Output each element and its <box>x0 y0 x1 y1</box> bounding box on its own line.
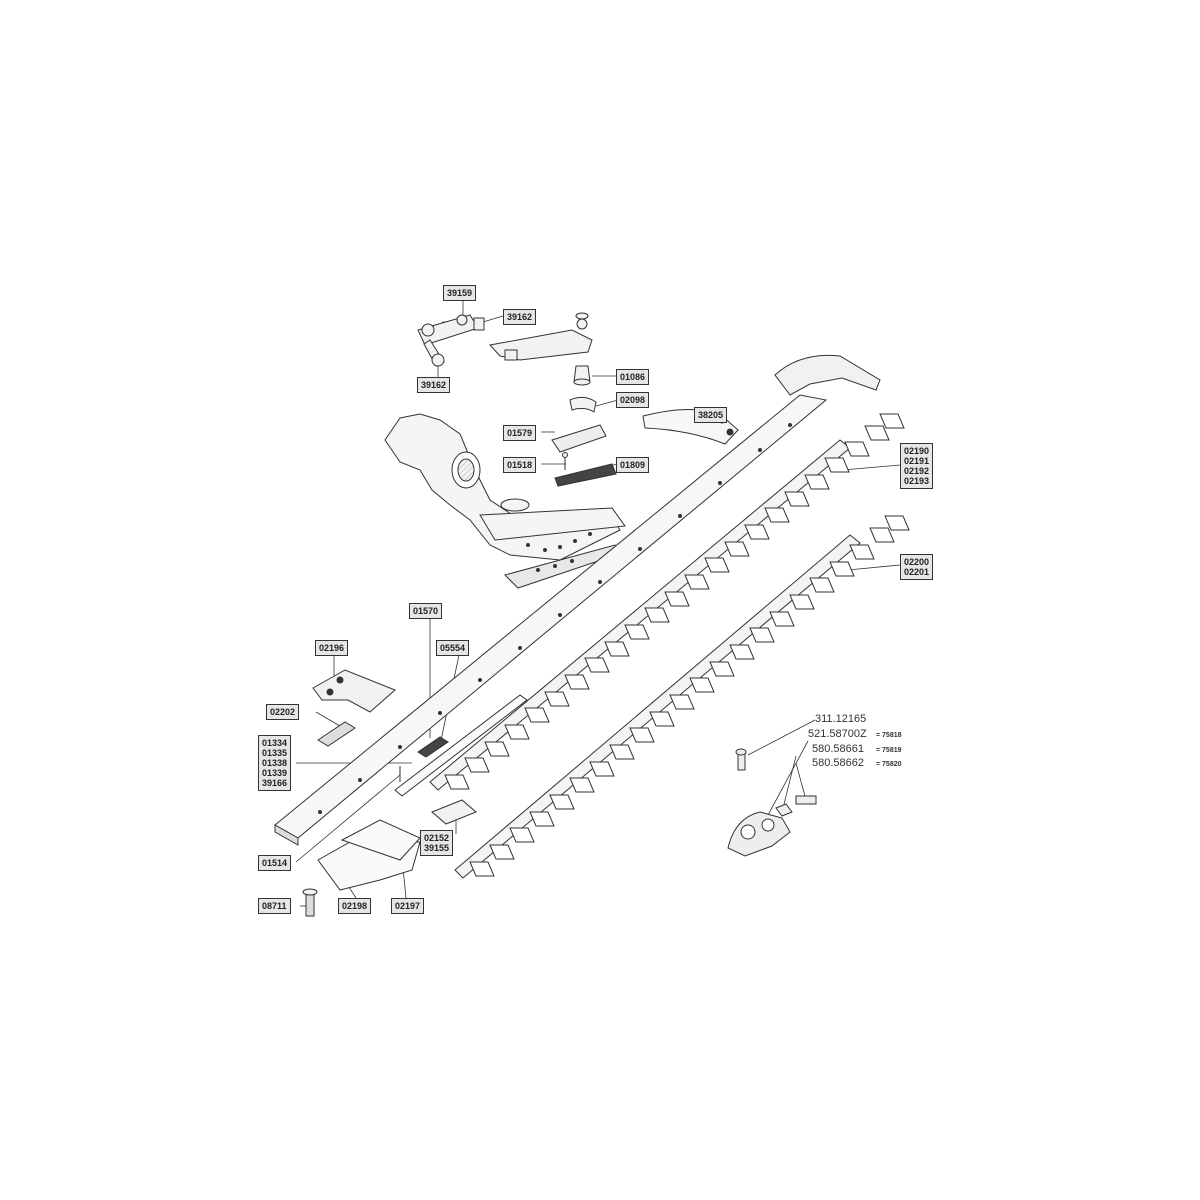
gearbox-housing <box>384 413 627 589</box>
part-label-01334-39166: 01334 01335 01338 01339 39166 <box>258 735 292 791</box>
part-label-01518: 01518 <box>503 457 537 473</box>
part-label-02198: 02198 <box>338 898 372 914</box>
part-label-02197: 02197 <box>391 898 425 914</box>
hardware-label-521-58700z: 521.58700Z <box>808 728 867 740</box>
part-label-01809: 01809 <box>616 457 650 473</box>
hardware-label-311-12165: 311.12165 <box>815 713 867 725</box>
hardware-ref-75818: = 75818 <box>876 732 902 739</box>
part-label-01579: 01579 <box>503 425 537 441</box>
part-label-39159: 39159 <box>443 285 477 301</box>
hardware-label-580-58662: 580.58662 <box>812 757 864 769</box>
part-label-39162-upper: 39162 <box>503 309 537 325</box>
part-label-01514: 01514 <box>258 855 292 871</box>
hardware-ref-75820: = 75820 <box>876 761 902 768</box>
part-label-01570: 01570 <box>409 603 443 619</box>
part-label-01086: 01086 <box>616 369 650 385</box>
drive-linkage <box>417 312 597 413</box>
hardware-group <box>727 748 817 857</box>
part-label-02202: 02202 <box>266 704 300 720</box>
part-label-02196: 02196 <box>315 640 349 656</box>
upper-knife <box>429 413 905 791</box>
hardware-label-580-58661: 580.58661 <box>812 743 864 755</box>
hardware-ref-75819: = 75819 <box>876 747 902 754</box>
lower-knife <box>454 515 910 879</box>
part-label-02190-02193: 02190 02191 02192 02193 <box>900 443 934 489</box>
cutter-bar <box>274 394 828 846</box>
part-label-05554: 05554 <box>436 640 470 656</box>
part-label-02098: 02098 <box>616 392 650 408</box>
small-parts <box>302 669 528 917</box>
part-label-39162-lower: 39162 <box>417 377 451 393</box>
part-label-38205: 38205 <box>694 407 728 423</box>
part-label-02200-02201: 02200 02201 <box>900 554 934 580</box>
part-label-02152-39155: 02152 39155 <box>420 830 454 856</box>
part-label-08711: 08711 <box>258 898 291 914</box>
